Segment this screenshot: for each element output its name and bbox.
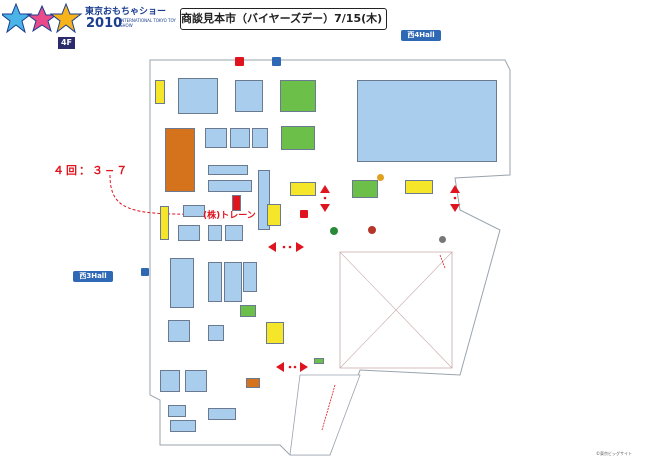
- restroom-icon: [272, 57, 281, 66]
- booth-block[interactable]: [208, 408, 236, 420]
- booth-highlight-red[interactable]: [232, 195, 241, 211]
- booth-block[interactable]: [205, 128, 227, 148]
- page-title: 商談見本市（バイヤーズデー）7/15(木)・16(金): [180, 8, 387, 30]
- booth-block[interactable]: [235, 80, 263, 112]
- booth-green[interactable]: [280, 80, 316, 112]
- booth-block[interactable]: [224, 262, 242, 302]
- information-icon: [368, 226, 376, 234]
- copyright: ©東京ビッグサイト: [596, 451, 632, 456]
- booth-block[interactable]: [208, 262, 222, 302]
- restroom-icon: [235, 57, 244, 66]
- booth-yellow[interactable]: [266, 322, 284, 344]
- booth-green[interactable]: [314, 358, 324, 364]
- connector-ramp: [289, 374, 361, 456]
- booth-block[interactable]: [168, 320, 190, 342]
- booth-block[interactable]: [208, 165, 248, 175]
- booth-block[interactable]: [252, 128, 268, 148]
- booth-large-hall[interactable]: [357, 80, 497, 162]
- booth-location-callout: ４回：３−７: [53, 164, 130, 177]
- booth-block[interactable]: [208, 225, 222, 241]
- star-logo-icon: [2, 2, 83, 34]
- booth-yellow[interactable]: [160, 206, 169, 240]
- booth-block[interactable]: [243, 262, 257, 292]
- booth-block[interactable]: [225, 225, 243, 241]
- booth-block[interactable]: [183, 205, 205, 217]
- booth-yellow[interactable]: [290, 182, 316, 196]
- floor-tag: 4F: [58, 37, 75, 49]
- information-icon: [141, 268, 149, 276]
- booth-block[interactable]: [208, 180, 252, 192]
- booth-block[interactable]: [230, 128, 250, 148]
- restroom-icon: [300, 210, 308, 218]
- stairs-icon: [377, 174, 384, 181]
- callout-pointer: [109, 174, 201, 215]
- double-arrow: [268, 185, 460, 372]
- booth-green[interactable]: [352, 180, 378, 198]
- elevator-icon: [330, 227, 338, 235]
- booth-yellow[interactable]: [267, 204, 281, 226]
- booth-block[interactable]: [185, 370, 207, 392]
- booth-green[interactable]: [281, 126, 315, 150]
- booth-label-train[interactable]: (株)トレーン: [203, 211, 256, 221]
- booth-block[interactable]: [168, 405, 186, 417]
- booth-yellow[interactable]: [155, 80, 165, 104]
- booth-block[interactable]: [178, 225, 200, 241]
- logo-text: 東京おもちゃショー: [85, 7, 167, 17]
- booth-orange[interactable]: [165, 128, 195, 192]
- logo-year: 2010: [86, 16, 123, 31]
- booth-block[interactable]: [170, 258, 194, 308]
- booth-block[interactable]: [160, 370, 180, 392]
- stairs-icon: [439, 236, 446, 243]
- booth-block[interactable]: [170, 420, 196, 432]
- hall-tag-west4: 西4Hall: [401, 30, 441, 41]
- logo-subtitle: INTERNATIONAL TOKYO TOY SHOW: [120, 18, 176, 28]
- booth-green[interactable]: [240, 305, 256, 317]
- hall-tag-west3: 西3Hall: [73, 271, 113, 282]
- booth-block[interactable]: [178, 78, 218, 114]
- booth-orange[interactable]: [246, 378, 260, 388]
- booth-yellow[interactable]: [405, 180, 433, 194]
- booth-block[interactable]: [208, 325, 224, 341]
